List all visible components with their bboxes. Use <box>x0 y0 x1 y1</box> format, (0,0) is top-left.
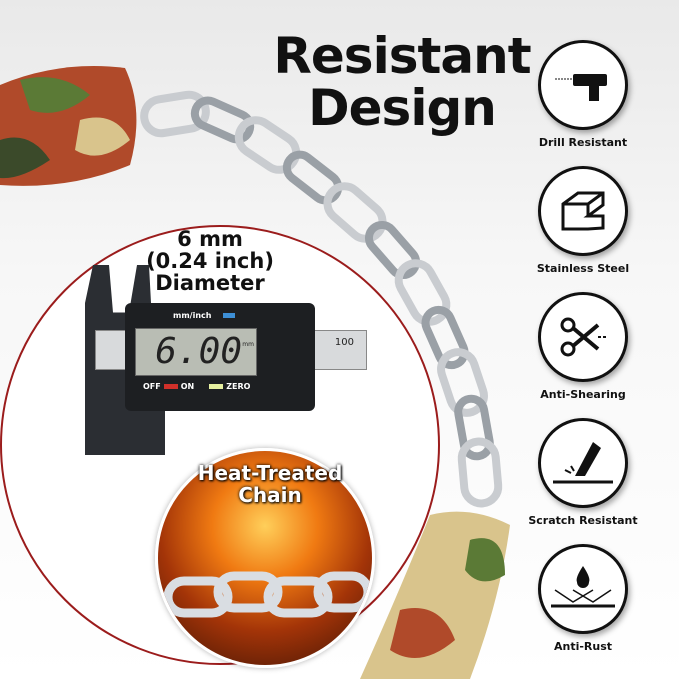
chain-link <box>454 394 494 461</box>
feature-label: Stainless Steel <box>536 262 630 275</box>
feature-anti-rust: Anti-Rust <box>530 544 636 653</box>
off-label: OFF <box>143 382 161 391</box>
chain-link <box>364 220 421 280</box>
chain-link <box>282 150 343 205</box>
camo-sleeve-bottom <box>360 511 510 679</box>
chain-link <box>323 182 387 243</box>
headline: Resistant Design <box>272 30 532 134</box>
unit-label: mm/inch <box>173 311 212 320</box>
zero-button <box>209 384 224 389</box>
feature-drill-resistant: Drill Resistant <box>530 40 636 149</box>
diameter-callout: 6 mm (0.24 inch) Diameter <box>130 228 290 294</box>
feature-label: Anti-Rust <box>553 640 613 653</box>
drill-icon <box>555 74 607 101</box>
chain-link <box>437 348 488 417</box>
digital-caliper: 100 mm/inch 6.00 mm OFF ON ZERO <box>65 265 367 465</box>
steel-profile-icon <box>561 191 605 231</box>
diameter-inch: (0.24 inch) <box>146 249 274 273</box>
chain-link <box>190 96 255 144</box>
headline-line2: Design <box>308 79 497 137</box>
headline-line1: Resistant <box>273 27 531 85</box>
power-button <box>163 384 178 389</box>
feature-scratch-resistant: Scratch Resistant <box>528 418 638 527</box>
feature-anti-shearing: Anti-Shearing <box>530 292 636 401</box>
steel-chain <box>140 90 503 508</box>
heat-line1: Heat-Treated <box>197 461 343 485</box>
scissors-icon <box>560 317 606 357</box>
chain-link <box>140 90 210 138</box>
zero-label: ZERO <box>226 382 251 391</box>
heat-treated-label: Heat-Treated Chain <box>190 462 350 506</box>
feature-label: Drill Resistant <box>538 136 628 149</box>
lcd-reading: 6.00 <box>155 331 242 372</box>
lcd-unit: mm <box>242 341 254 348</box>
on-label: ON <box>180 382 195 391</box>
feature-label: Anti-Shearing <box>540 388 626 401</box>
camo-sleeve-top <box>0 66 137 186</box>
feature-label: Scratch Resistant <box>528 514 638 527</box>
water-drop-icon <box>551 566 615 608</box>
chain-link <box>234 116 301 174</box>
unit-button <box>223 313 235 318</box>
caliper-body: mm/inch 6.00 mm OFF ON ZERO <box>125 303 315 411</box>
lcd-display: 6.00 mm <box>135 328 257 376</box>
heated-chain-links <box>163 571 372 618</box>
chain-link <box>457 437 503 508</box>
scale-mark: 100 <box>334 337 354 348</box>
diameter-label: Diameter <box>155 271 265 295</box>
heat-treated-photo <box>155 448 375 668</box>
diameter-mm: 6 mm <box>177 227 243 251</box>
knife-scratch-icon <box>553 442 613 484</box>
chain-link <box>394 259 451 326</box>
heat-line2: Chain <box>238 483 302 507</box>
feature-stainless-steel: Stainless Steel <box>530 166 636 275</box>
chain-link <box>421 305 469 370</box>
